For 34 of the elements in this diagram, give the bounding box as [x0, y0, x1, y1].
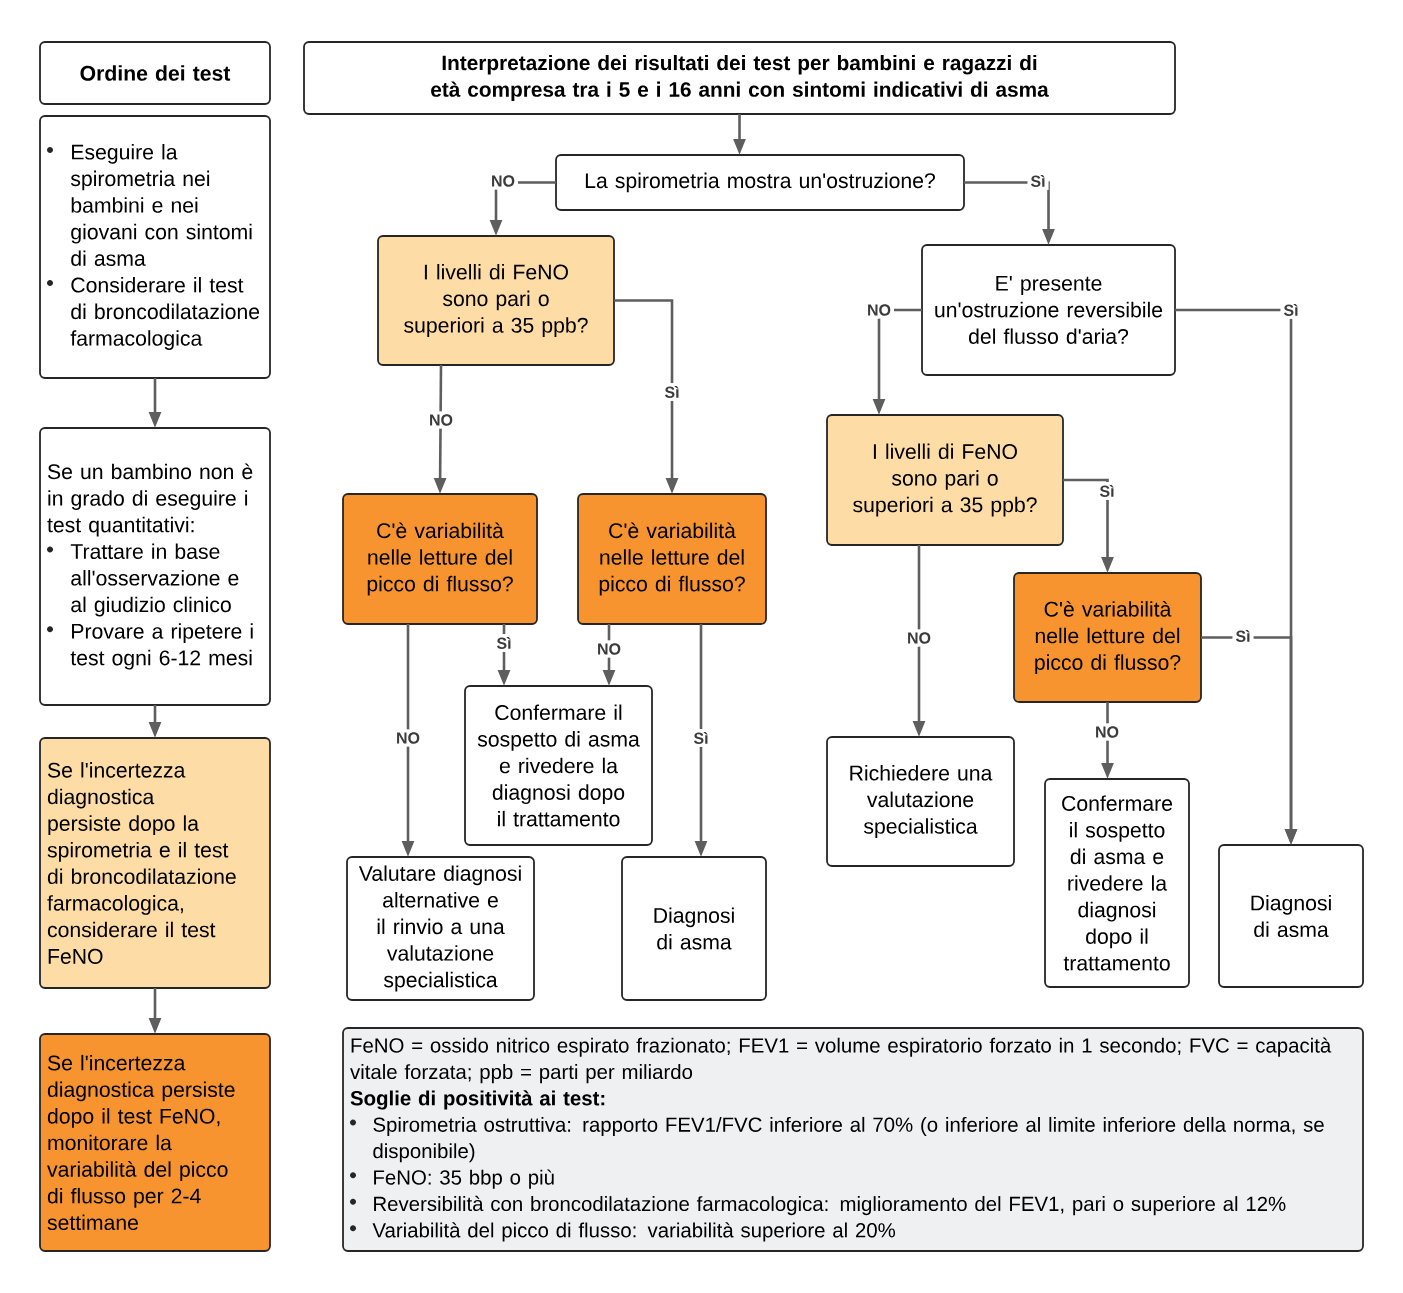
decision-box: I livelli di FeNO sono pari o superiori a 35 ppb?: [826, 414, 1064, 546]
decision-box: C'è variabilità nelle letture del picco di flusso?: [342, 493, 538, 625]
notes-box: FeNO = ossido nitrico espirato frazionato; FEV1 = volume espiratorio forzato in 1 secondo; FVC = capacità vitale forzata; ppb = parti per miliardo Soglie di positività ai test: Spirometria ostruttiva: rapporto FEV1/FVC inferiore al 70% (o inferiore al limite inferiore della norma, se disponibile) FeNO: 35 bbp o più Reversibilità con broncodilatazione farmacologica: miglioramento del FEV1, pari o superiore al 12% Variabilità del picco di flusso: variabilità superiore al 20%: [342, 1027, 1364, 1252]
outcome-box: Richiedere una valutazione specialistica: [826, 736, 1015, 867]
info-box: Se l'incertezza diagnostica persiste dopo la spirometria e il test di broncodilatazione farmacologica, considerare il test FeNO: [39, 737, 271, 989]
title-box: Interpretazione dei risultati dei test per bambini e ragazzi di età compresa tra i 5 e i 16 anni con sintomi indicativi di asma: [303, 41, 1176, 115]
outcome-box: Confermare il sospetto di asma e rivedere la diagnosi dopo il trattamento: [464, 685, 653, 846]
outcome-box: Diagnosi di asma: [621, 856, 767, 1001]
edge-label: Sì: [1232, 627, 1254, 645]
decision-box: I livelli di FeNO sono pari o superiori a 35 ppb?: [377, 235, 615, 366]
edge-label: Sì: [690, 729, 712, 747]
edge-label: NO: [864, 301, 894, 319]
edge-label: Sì: [661, 383, 683, 401]
edge-label: Sì: [1096, 482, 1118, 500]
edge-label: NO: [904, 629, 934, 647]
info-box: Eseguire la spirometria nei bambini e nei giovani con sintomi di asma Considerare il test di broncodilatazione farmacologica: [39, 115, 271, 379]
info-box: Se l'incertezza diagnostica persiste dopo il test FeNO, monitorare la variabilità del picco di flusso per 2-4 settimane: [39, 1033, 271, 1252]
edge-label: NO: [426, 411, 456, 429]
decision-box: La spirometria mostra un'ostruzione?: [555, 154, 965, 211]
decision-box: C'è variabilità nelle letture del picco di flusso?: [1013, 572, 1202, 703]
decision-box: C'è variabilità nelle letture del picco di flusso?: [577, 493, 767, 625]
edge-label: Sì: [1027, 172, 1049, 190]
edge-label: Sì: [1280, 301, 1302, 319]
edge-label: NO: [393, 729, 423, 747]
outcome-box: Valutare diagnosi alternative e il rinvio a una valutazione specialistica: [346, 856, 535, 1001]
edge-label: NO: [594, 640, 624, 658]
edge-label: NO: [488, 172, 518, 190]
outcome-box: Diagnosi di asma: [1218, 844, 1364, 988]
outcome-box: Confermare il sospetto di asma e rivedere la diagnosi dopo il trattamento: [1044, 778, 1190, 988]
heading-box: Ordine dei test: [39, 41, 271, 105]
decision-box: E' presente un'ostruzione reversibile del flusso d'aria?: [921, 244, 1176, 376]
info-box: Se un bambino non è in grado di eseguire i test quantitativi: Trattare in base all'osservazione e al giudizio clinico Provare a ripetere i test ogni 6-12 mesi: [39, 427, 271, 706]
edge-label: Sì: [493, 634, 515, 652]
edge-label: NO: [1092, 723, 1122, 741]
